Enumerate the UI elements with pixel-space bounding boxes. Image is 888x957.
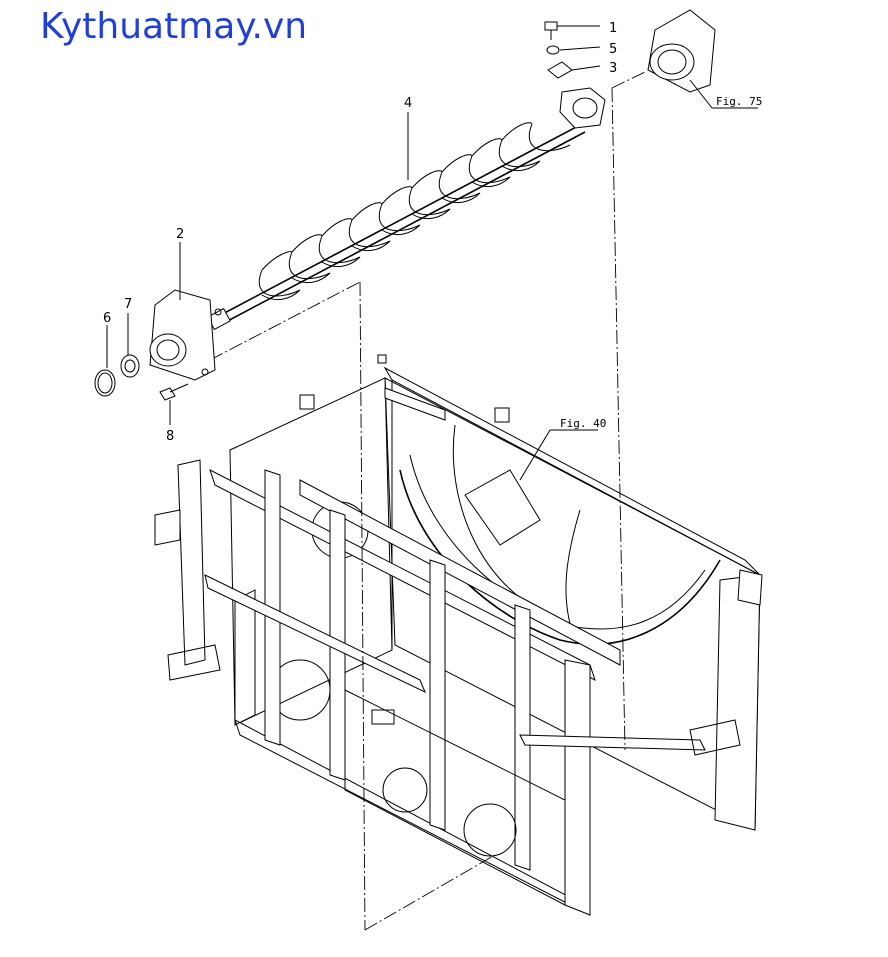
part-labels: 1 5 3 4 2 7 6 8 Fig. 75 Fig. 40 (103, 21, 762, 444)
small-parts-left (94, 354, 189, 401)
part-label-6: 6 (103, 311, 111, 326)
part-label-2: 2 (176, 227, 184, 242)
watermark-text: Kythuatmay.vn (40, 6, 308, 47)
part-label-8: 8 (166, 429, 174, 444)
figure-ref-75: Fig. 75 (716, 95, 762, 108)
part-label-5: 5 (609, 42, 617, 57)
auger-screw (207, 122, 586, 331)
part-label-7: 7 (124, 297, 132, 312)
part-label-3: 3 (609, 61, 617, 76)
figure-ref-40: Fig. 40 (560, 417, 606, 430)
centerlines (209, 71, 646, 931)
leader-lines (106, 25, 758, 481)
top-bearing-assembly (544, 9, 716, 129)
part-label-4: 4 (404, 96, 412, 111)
part-label-1: 1 (609, 21, 617, 36)
frame-assembly (154, 354, 763, 916)
bearing-housing (149, 289, 222, 381)
